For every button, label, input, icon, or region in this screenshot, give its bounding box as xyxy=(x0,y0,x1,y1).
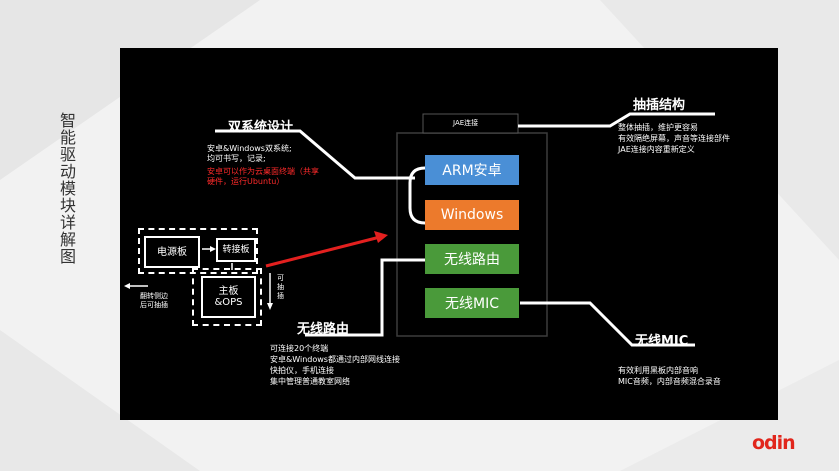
connector-lines xyxy=(124,112,715,347)
jae-box-outline xyxy=(422,113,519,134)
main-board-ops: 主板 &OPS xyxy=(201,276,256,318)
module-arm-label: ARM安卓 xyxy=(442,163,502,179)
pull-note: 可 抽 插 xyxy=(277,274,284,300)
board-group-bottom-dashed xyxy=(192,268,262,326)
router-line-3: 快拍仪，手机连接 xyxy=(270,366,334,375)
mic-title: 无线MIC xyxy=(635,334,689,349)
dual-system-line-2: 均可书写，记录; xyxy=(207,154,266,163)
router-line-4: 集中管理普通教室网络 xyxy=(270,377,350,386)
module-windows: Windows xyxy=(425,200,519,230)
plug-line-2: 有效隔绝屏幕，声音等连接部件 xyxy=(618,134,730,143)
red-arrow-line xyxy=(265,235,381,268)
power-board: 电源板 xyxy=(144,236,200,268)
plug-line-1: 整体抽插，维护更容易 xyxy=(618,123,698,132)
router-title: 无线路由 xyxy=(297,322,350,337)
adapter-board: 转接板 xyxy=(216,238,256,262)
router-line-1: 可连接20个终端 xyxy=(270,344,329,353)
dual-system-red-line-1: 安卓可以作为云桌面终端（共享 xyxy=(207,167,319,176)
mic-line-2: MIC音频，内部音频混合录音 xyxy=(618,377,721,386)
board-group-top-dashed xyxy=(138,228,258,274)
mic-line-1: 有效利用黑板内部音响 xyxy=(618,366,698,375)
dual-system-line-1: 安卓&Windows双系统; xyxy=(207,144,292,153)
module-wireless-mic: 无线MIC xyxy=(425,288,519,318)
plug-title: 抽插结构 xyxy=(633,98,686,113)
page-title: 智能驱动模块详解图 xyxy=(60,111,77,266)
dual-system-title: 双系统设计 xyxy=(228,120,294,135)
module-router-label: 无线路由 xyxy=(444,252,500,268)
module-wireless-router: 无线路由 xyxy=(425,244,519,274)
red-arrowhead xyxy=(374,231,388,243)
router-line-2: 安卓&Windows都通过内部网线连接 xyxy=(270,355,400,364)
diagram-canvas: JAE连接 ARM安卓 Windows 无线路由 无线MIC 双系统设计 安卓&… xyxy=(120,48,778,420)
odin-logo: odin xyxy=(752,432,796,454)
dual-system-red-line-2: 硬件，运行Ubuntu） xyxy=(207,177,285,186)
plug-line-3: JAE连接内容重新定义 xyxy=(618,145,695,154)
module-arm-android: ARM安卓 xyxy=(425,155,519,185)
module-windows-label: Windows xyxy=(440,207,504,223)
jae-label: JAE连接 xyxy=(453,119,479,127)
module-mic-label: 无线MIC xyxy=(445,296,499,312)
flip-note: 翻转侧边 后可抽插 xyxy=(140,292,168,309)
